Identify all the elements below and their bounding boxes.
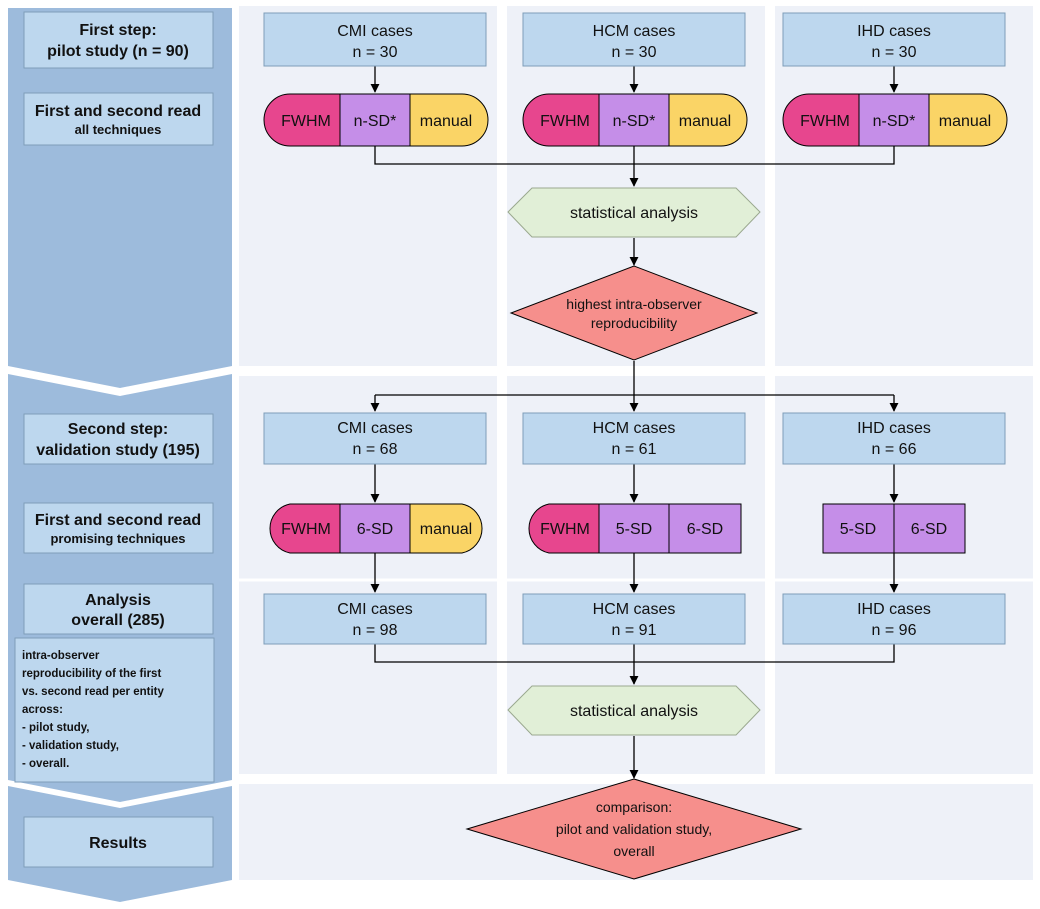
pilot-cases: CMI cases n = 30 HCM cases n = 30 IHD ca… xyxy=(263,12,1006,67)
overall-hcm-name: HCM cases xyxy=(593,601,676,618)
comparison-line1: comparison: xyxy=(596,799,672,815)
pilot-cmi-name: CMI cases xyxy=(337,23,413,40)
validation-ihd-5sd: 5-SD xyxy=(840,521,876,538)
comparison-line3: overall xyxy=(613,843,654,859)
step2-title-line1: Second step: xyxy=(68,421,168,438)
pilot-cmi-manual: manual xyxy=(420,113,472,130)
pilot-cmi-nsd: n-SD* xyxy=(354,113,397,130)
step2-title-line2: validation study (195) xyxy=(36,442,200,459)
analysis-desc-7: - overall. xyxy=(22,758,69,770)
pilot-ihd-name: IHD cases xyxy=(857,23,931,40)
validation-hcm-n: n = 61 xyxy=(612,441,657,458)
pilot-analysis-hexagon: statistical analysis xyxy=(507,187,761,238)
decision-diamond: highest intra-observer reproducibility xyxy=(509,265,759,361)
validation-cmi-manual: manual xyxy=(420,521,472,538)
overall-analysis-label: statistical analysis xyxy=(570,703,698,720)
pilot-cmi-fwhm: FWHM xyxy=(281,113,331,130)
step1-title-line1: First step: xyxy=(79,22,156,39)
analysis-desc-6: - validation study, xyxy=(22,740,119,752)
comparison-diamond: comparison: pilot and validation study, … xyxy=(465,778,803,880)
analysis-desc-3: vs. second read per entity xyxy=(22,686,164,698)
comparison-line2: pilot and validation study, xyxy=(556,821,712,837)
validation-techniques-hcm: FWHM 5-SD 6-SD xyxy=(528,503,742,554)
validation-cmi-fwhm: FWHM xyxy=(281,521,331,538)
validation-techniques-cmi: FWHM 6-SD manual xyxy=(269,503,483,554)
pilot-ihd-nsd: n-SD* xyxy=(873,113,916,130)
validation-cmi-6sd: 6-SD xyxy=(357,521,393,538)
pilot-ihd-n: n = 30 xyxy=(872,44,917,61)
validation-hcm-6sd: 6-SD xyxy=(687,521,723,538)
overall-analysis-hexagon: statistical analysis xyxy=(507,685,761,736)
overall-ihd-name: IHD cases xyxy=(857,601,931,618)
analysis-desc-5: - pilot study, xyxy=(22,722,90,734)
analysis-title-line1: Analysis xyxy=(85,592,151,609)
validation-cmi-n: n = 68 xyxy=(353,441,398,458)
overall-cases: CMI cases n = 98 HCM cases n = 91 IHD ca… xyxy=(263,593,1006,645)
step2-read-title: First and second read xyxy=(35,512,201,529)
decision-line1: highest intra-observer xyxy=(566,296,702,312)
overall-hcm-n: n = 91 xyxy=(612,622,657,639)
validation-ihd-n: n = 66 xyxy=(872,441,917,458)
overall-cmi-n: n = 98 xyxy=(353,622,398,639)
analysis-desc-2: reproducibility of the first xyxy=(22,668,161,680)
pilot-analysis-label: statistical analysis xyxy=(570,205,698,222)
pilot-hcm-fwhm: FWHM xyxy=(540,113,590,130)
analysis-desc-1: intra-observer xyxy=(22,650,100,662)
validation-cmi-name: CMI cases xyxy=(337,420,413,437)
overall-cmi-name: CMI cases xyxy=(337,601,413,618)
pilot-hcm-nsd: n-SD* xyxy=(613,113,656,130)
analysis-title-line2: overall (285) xyxy=(71,612,164,629)
validation-ihd-6sd: 6-SD xyxy=(911,521,947,538)
sidebar-labels: First step: pilot study (n = 90) First a… xyxy=(14,11,215,868)
step1-read-sub: all techniques xyxy=(75,122,162,137)
validation-cases: CMI cases n = 68 HCM cases n = 61 IHD ca… xyxy=(263,412,1006,465)
connectors xyxy=(370,66,899,779)
validation-techniques-ihd: 5-SD 6-SD xyxy=(822,503,966,554)
step2-read-sub: promising techniques xyxy=(50,531,185,546)
pilot-ihd-fwhm: FWHM xyxy=(800,113,850,130)
validation-ihd-name: IHD cases xyxy=(857,420,931,437)
overall-ihd-n: n = 96 xyxy=(872,622,917,639)
pilot-ihd-manual: manual xyxy=(939,113,991,130)
step1-title-line2: pilot study (n = 90) xyxy=(47,43,189,60)
validation-hcm-5sd: 5-SD xyxy=(616,521,652,538)
pilot-techniques-hcm: FWHM n-SD* manual xyxy=(522,93,748,147)
pilot-techniques-cmi: FWHM n-SD* manual xyxy=(263,93,489,147)
analysis-desc-4: across: xyxy=(22,704,63,716)
validation-hcm-fwhm: FWHM xyxy=(540,521,590,538)
pilot-techniques-ihd: FWHM n-SD* manual xyxy=(782,93,1008,147)
pilot-hcm-manual: manual xyxy=(679,113,731,130)
decision-line2: reproducibility xyxy=(591,315,677,331)
pilot-hcm-n: n = 30 xyxy=(612,44,657,61)
validation-hcm-name: HCM cases xyxy=(593,420,676,437)
step1-read-title: First and second read xyxy=(35,103,201,120)
results-title: Results xyxy=(89,835,147,852)
pilot-cmi-n: n = 30 xyxy=(353,44,398,61)
pilot-hcm-name: HCM cases xyxy=(593,23,676,40)
